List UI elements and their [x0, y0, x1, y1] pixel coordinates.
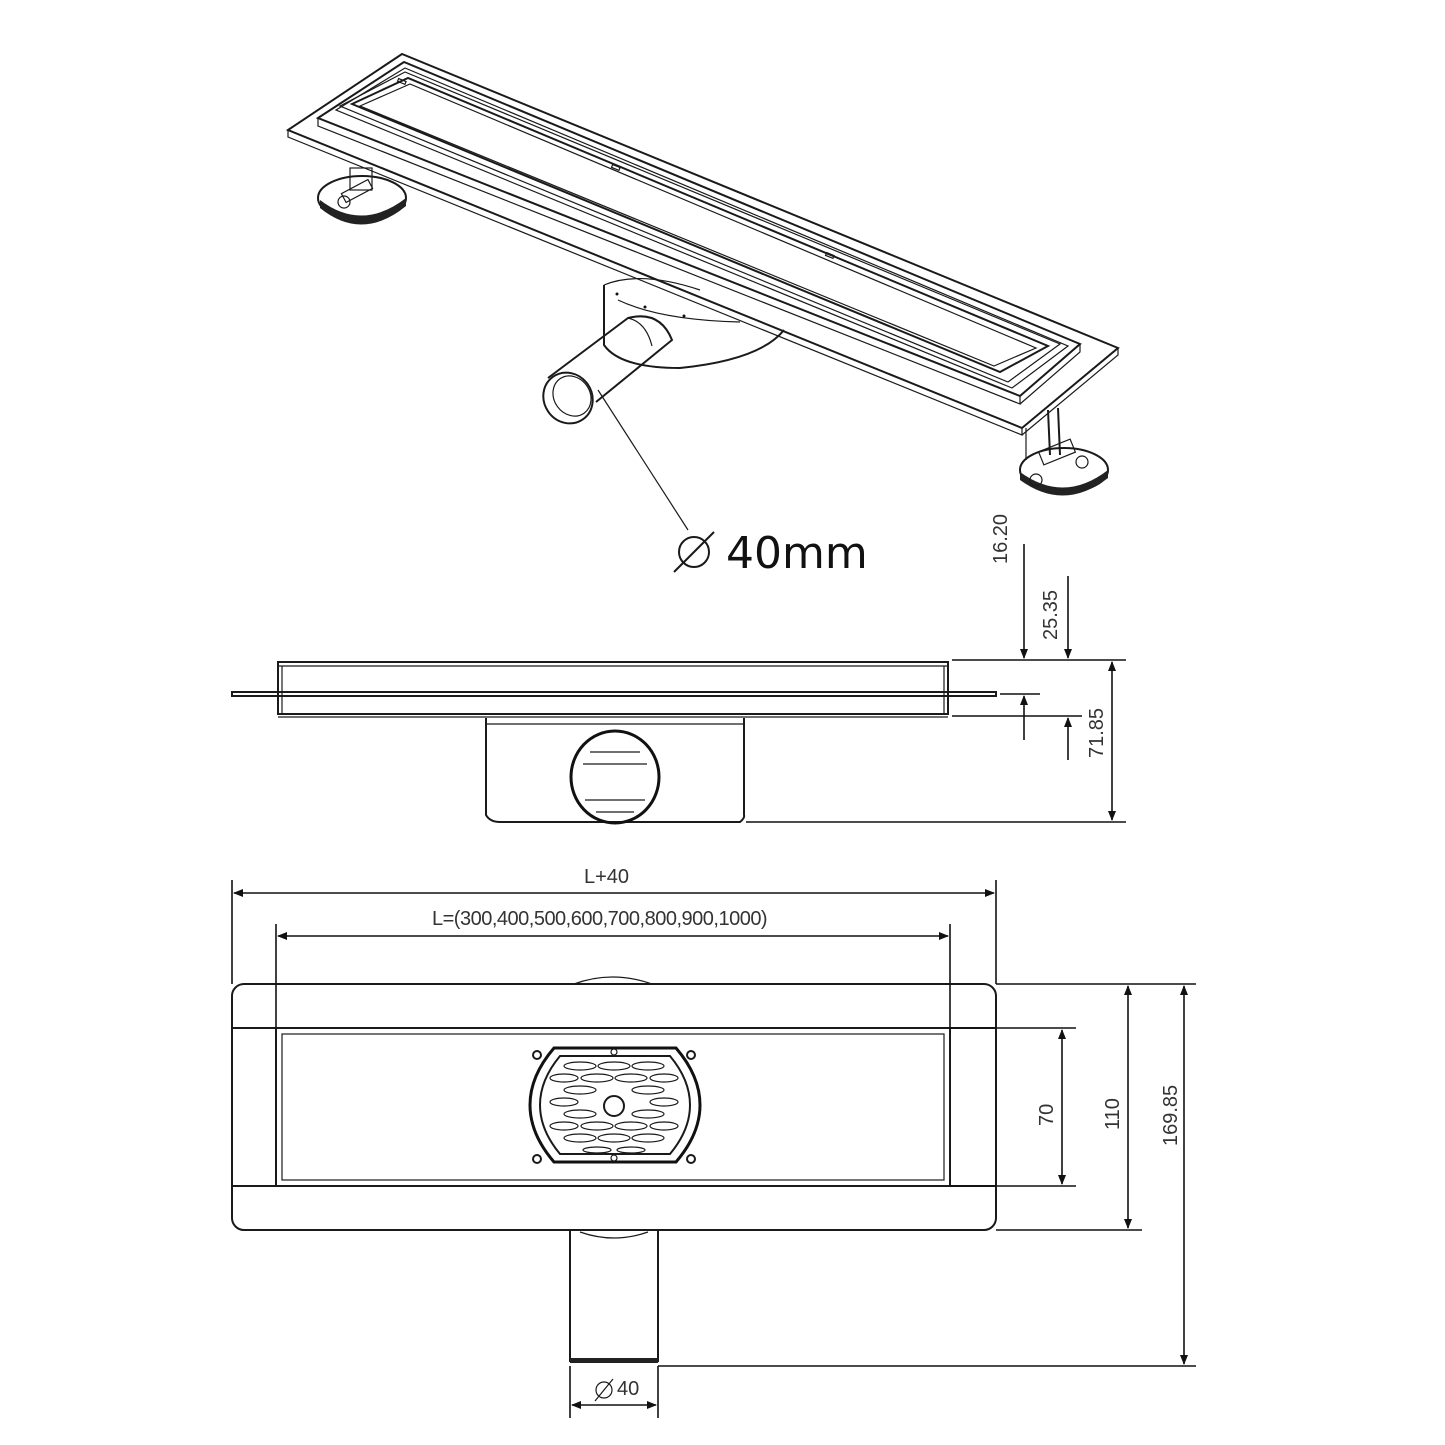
dim-overall-length-label: L+40 — [584, 866, 630, 888]
diameter-symbol-icon — [673, 531, 715, 573]
dim-grate-width-label: 70 — [1036, 1103, 1058, 1126]
dim-total-depth-label: 169.85 — [1160, 1084, 1182, 1146]
outlet-leader-line — [597, 389, 689, 531]
isometric-view — [285, 52, 1120, 573]
trap-profile — [485, 718, 746, 823]
strainer-grate — [528, 1046, 702, 1164]
outlet-opening — [569, 729, 661, 825]
top-view — [231, 880, 1196, 1418]
dim-total-height-label: 71.85 — [1086, 707, 1108, 758]
leveling-foot-left — [317, 167, 407, 225]
channel-profile — [277, 661, 949, 715]
grate-outline — [281, 1033, 945, 1181]
grate-cover — [349, 76, 1051, 374]
outlet-pipe — [569, 1230, 659, 1363]
diameter-symbol-icon — [594, 1378, 614, 1402]
drain-trap — [542, 277, 785, 425]
dim-outlet-diameter-label: 40 — [617, 1378, 640, 1400]
center-hole — [603, 1095, 625, 1117]
flange-plate — [285, 52, 1120, 430]
dim-flange-height-label: 16.20 — [990, 513, 1012, 564]
channel-outline — [275, 1027, 951, 1187]
channel-body — [315, 60, 1082, 398]
flange-outline — [231, 983, 997, 1231]
leveling-foot-right — [1019, 407, 1109, 496]
dim-body-height-label: 25.35 — [1040, 589, 1062, 640]
dim-length-options-label: L=(300,400,500,600,700,800,900,1000) — [432, 908, 768, 930]
outlet-diameter-callout: 40mm — [726, 528, 868, 579]
side-view — [231, 544, 1126, 825]
flange-profile — [231, 691, 997, 697]
dim-body-width-label: 110 — [1102, 1098, 1124, 1130]
